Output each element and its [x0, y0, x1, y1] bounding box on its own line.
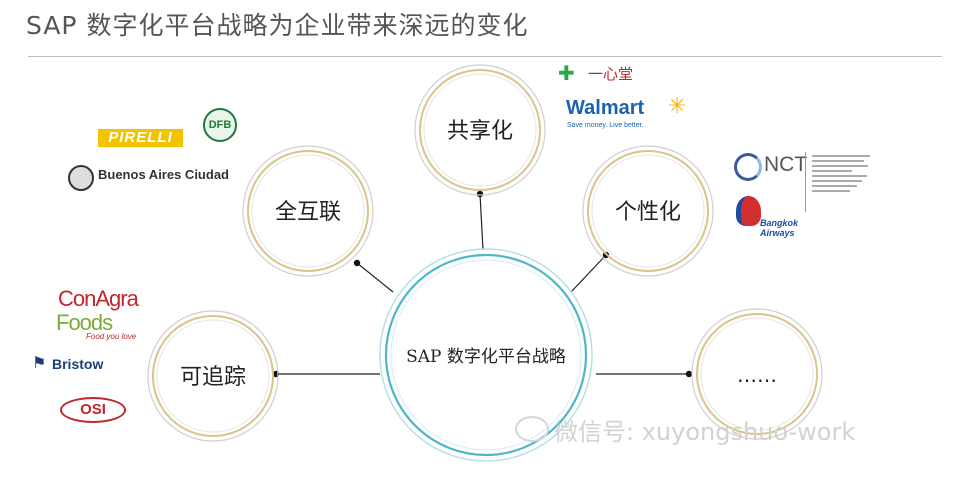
node-label-kezhuizong: 可追踪	[180, 365, 246, 390]
pirelli-logo: PIRELLI	[98, 129, 183, 147]
nct-ring-icon	[734, 153, 762, 181]
node-ring-quanhulian	[242, 145, 374, 277]
bangkok-airways-logo-text: Bangkok Airways	[760, 218, 799, 238]
dot-quanhulian	[353, 259, 361, 267]
center-label: SAP 数字化平台战略	[406, 347, 566, 367]
bangkok-airways-tail-icon	[736, 196, 761, 226]
bristow-flag-icon: ⚑	[32, 353, 47, 372]
connector-quanhulian	[356, 262, 394, 293]
buenos-aires-emblem-icon	[68, 165, 94, 191]
node-label-more: ……	[737, 363, 777, 387]
node-ring-more	[691, 308, 823, 440]
node-label-gexinghua: 个性化	[615, 200, 681, 225]
node-ring-kezhuizong	[147, 310, 279, 442]
nct-fineprint	[812, 155, 872, 195]
dfb-logo: DFB	[203, 108, 237, 142]
wechat-watermark: 微信号: xuyongshuo-work	[554, 418, 856, 446]
center-circle	[379, 248, 593, 462]
walmart-tagline: Save money. Live better.	[567, 122, 644, 129]
nct-logo-text: NCT	[764, 153, 808, 176]
nct-divider	[805, 152, 806, 212]
connector-gongxiang	[479, 193, 484, 251]
title-divider	[28, 56, 942, 57]
buenos-aires-logo-text: Buenos Aires Ciudad	[98, 167, 229, 182]
node-label-gongxiang: 共享化	[447, 119, 513, 144]
walmart-spark-icon: ✳	[668, 94, 687, 119]
node-ring-gongxiang	[414, 64, 546, 196]
walmart-logo-text: Walmart	[566, 97, 645, 119]
dot-gongxiang	[476, 190, 484, 198]
conagra-logo-line1: ConAgra	[58, 286, 139, 311]
page-title: SAP 数字化平台战略为企业带来深远的变化	[26, 11, 529, 40]
node-label-quanhulian: 全互联	[275, 200, 341, 225]
dot-more	[685, 370, 693, 378]
node-ring-gexinghua	[582, 145, 714, 277]
osi-logo: OSI	[60, 397, 126, 423]
conagra-tagline: Food you love	[86, 332, 137, 341]
wechat-icon	[515, 416, 549, 442]
yixintang-cross-icon: ✚	[558, 61, 575, 85]
yixintang-logo-text: 一心堂	[588, 65, 634, 83]
bristow-logo-text: Bristow	[52, 356, 104, 372]
connector-gexinghua	[570, 254, 607, 293]
conagra-logo-line2: Foods	[56, 310, 113, 335]
